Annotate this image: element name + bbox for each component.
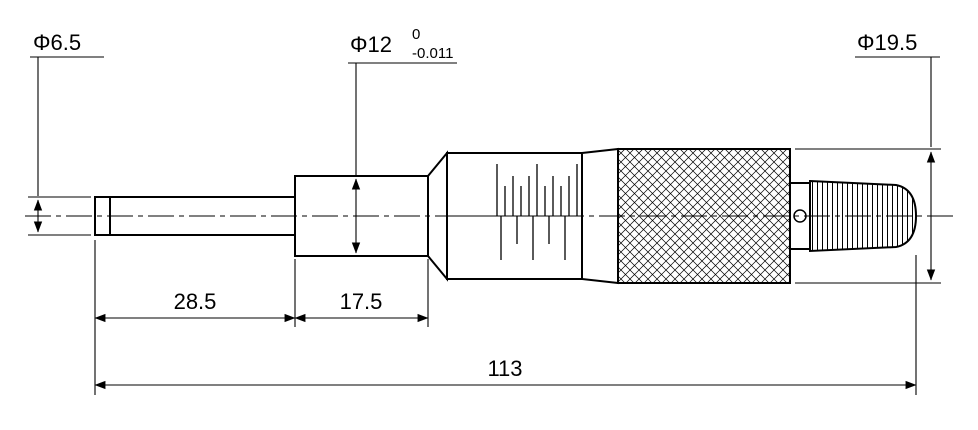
dim-thimble-diameter: Φ19.5 — [795, 30, 941, 284]
dim-stem-length: 17.5 — [294, 289, 429, 323]
label-overall-length: 113 — [487, 356, 522, 381]
label-stem-tolerance-lower: -0.011 — [412, 45, 453, 62]
dim-overall-length: 113 — [94, 356, 917, 390]
dim-linear-group: 28.5 17.5 113 — [94, 240, 917, 395]
label-stem-length: 17.5 — [340, 289, 383, 314]
label-spindle-diameter: Φ6.5 — [33, 30, 81, 55]
label-thimble-diameter: Φ19.5 — [857, 30, 917, 55]
dim-stem-diameter: Φ12 0 -0.011 — [348, 26, 457, 254]
label-spindle-length: 28.5 — [174, 289, 217, 314]
label-stem-tolerance-upper: 0 — [412, 26, 420, 43]
dim-spindle-length: 28.5 — [94, 289, 296, 323]
dim-spindle-diameter: Φ6.5 — [28, 30, 104, 236]
label-stem-diameter: Φ12 — [350, 32, 392, 57]
